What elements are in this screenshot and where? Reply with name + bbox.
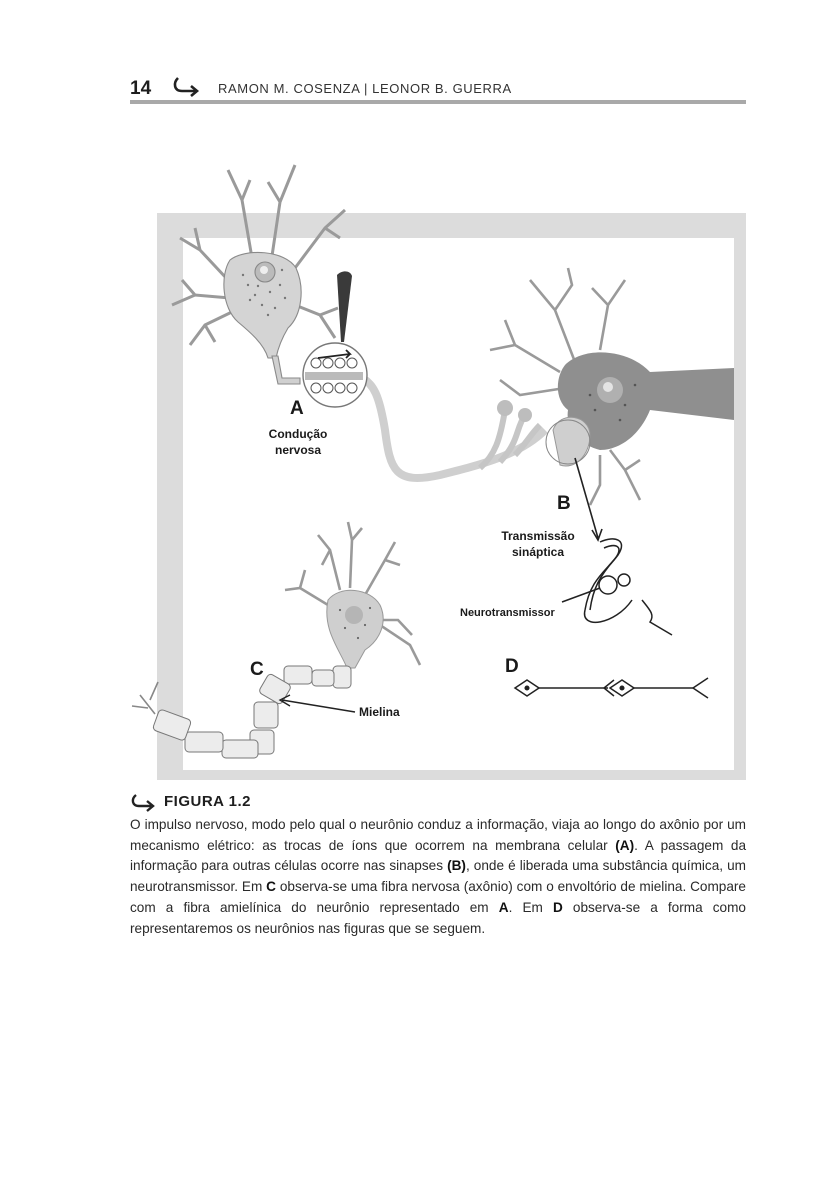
caption-part: . Em xyxy=(508,899,553,915)
caption-part: , onde é liberada uma substância química… xyxy=(130,858,746,895)
label-c: C xyxy=(250,659,264,680)
synapse-detail xyxy=(561,538,673,636)
label-b: B xyxy=(557,493,571,514)
label-neurotransmissor: Neurotransmissor xyxy=(460,607,555,619)
caption-ref-b: (B) xyxy=(447,858,466,874)
caption-ref-a: (A) xyxy=(615,837,635,853)
neuron-b xyxy=(489,267,734,506)
label-transmissao-sinaptica: Transmissão sináptica xyxy=(490,528,586,560)
label-mielina: Mielina xyxy=(359,705,400,719)
figure-title: FIGURA 1.2 xyxy=(164,793,251,810)
figure-1-2-illustration: A Condução nervosa B Transmissão sinápti… xyxy=(0,110,835,790)
label-transmissao: Transmissão xyxy=(501,529,575,543)
electrode-icon xyxy=(337,271,352,342)
curved-arrow-icon xyxy=(173,77,200,97)
label-d: D xyxy=(505,656,519,677)
header-rule xyxy=(130,100,746,104)
caption-ref-c: C xyxy=(266,879,276,895)
caption-part: observa-se a forma como representaremos … xyxy=(130,899,746,936)
caption-part: . A passagem da informação para outras c… xyxy=(130,837,746,874)
curved-arrow-icon xyxy=(131,794,155,812)
label-sinaptica: sináptica xyxy=(511,545,565,559)
label-nervosa: nervosa xyxy=(274,443,322,457)
label-a: A xyxy=(290,398,304,419)
neuron-a xyxy=(171,164,347,385)
page-header: 14 RAMON M. COSENZA | LEONOR B. GUERRA xyxy=(130,76,746,100)
caption-ref-d: D xyxy=(552,899,563,915)
axon-terminals xyxy=(477,409,543,471)
caption-part: observa-se uma fibra nervosa (axônio) co… xyxy=(130,879,746,915)
caption-ref-a: A xyxy=(498,899,509,915)
label-conducao-nervosa: Condução nervosa xyxy=(258,426,338,458)
neuron-c xyxy=(131,521,422,759)
myelin-sheath xyxy=(152,665,352,759)
neuron-symbol-d xyxy=(513,677,709,699)
caption-part: O impulso nervoso, modo pelo qual o neur… xyxy=(130,817,746,853)
neuron-diagram xyxy=(131,164,746,780)
running-head-authors: RAMON M. COSENZA | LEONOR B. GUERRA xyxy=(218,81,512,96)
label-conducao: Condução xyxy=(268,427,328,441)
figure-caption-text: O impulso nervoso, modo pelo qual o neur… xyxy=(130,815,746,939)
page-number: 14 xyxy=(130,78,152,99)
